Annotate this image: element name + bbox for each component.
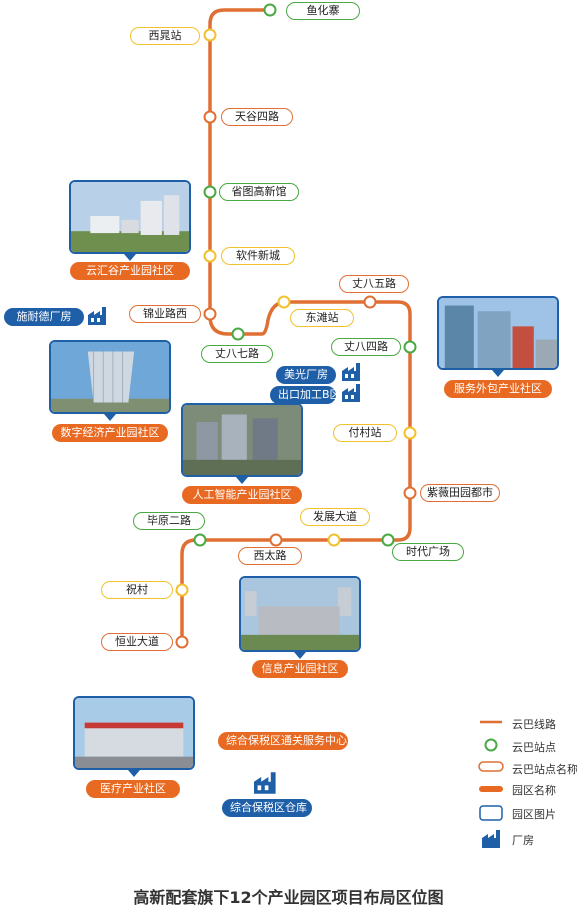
legend-line: 云巴线路 (512, 718, 556, 731)
park-label-yunhuigu: 云汇谷产业园社区 (70, 262, 190, 280)
factory-label-shinaide: 施耐德厂房 (4, 308, 84, 326)
station-dot-dongtan (277, 295, 291, 309)
station-dot-biyuan2 (193, 533, 207, 547)
factory-icon-baoshui (254, 772, 276, 794)
factory-icon-chukou (342, 384, 360, 402)
park-label-yiliao: 医疗产业社区 (86, 780, 180, 798)
legend-station: 云巴站点 (512, 741, 556, 754)
station-label-yuhuazhai: 鱼化寨 (286, 2, 360, 20)
station-label-zhangba5: 丈八五路 (339, 275, 409, 293)
park-pin-rengongzhineng (236, 477, 248, 484)
park-pin-fuwuwaibao (492, 370, 504, 377)
station-dot-shidai (381, 533, 395, 547)
station-label-zhangba7: 丈八七路 (201, 345, 273, 363)
station-label-fazhan: 发展大道 (300, 508, 370, 526)
station-label-dongtan: 东滩站 (290, 309, 354, 327)
station-dot-xitai (269, 533, 283, 547)
factory-icon-meiguang (342, 363, 360, 381)
park-photo-yiliao (73, 696, 195, 770)
station-dot-shengtu (203, 185, 217, 199)
park-label-xinxi: 信息产业园社区 (252, 660, 348, 678)
park-photo-shuzijingji (49, 340, 171, 414)
station-label-tiangu4: 天谷四路 (221, 108, 293, 126)
station-label-shengtu: 省图高新馆 (219, 183, 299, 201)
station-label-fucun: 付村站 (333, 424, 397, 442)
park-pin-shuzijingji (104, 414, 116, 421)
park-pin-yunhuigu (124, 254, 136, 261)
station-dot-ruanjian (203, 249, 217, 263)
legend-park-photo: 园区图片 (512, 808, 556, 821)
station-label-ziwei: 紫薇田园都市 (420, 484, 500, 502)
station-label-xitai: 西太路 (238, 547, 302, 565)
park-photo-xinxi (239, 576, 361, 652)
legend-symbols (478, 720, 504, 848)
legend-park-name: 园区名称 (512, 784, 556, 797)
factory-icon-shinaide (88, 307, 106, 325)
station-dot-ziwei (403, 486, 417, 500)
station-dot-zhangba7 (231, 327, 245, 341)
station-label-shidai: 时代广场 (392, 543, 464, 561)
station-label-hengye: 恒业大道 (101, 633, 173, 651)
park-label-shuzijingji: 数字经济产业园社区 (52, 424, 168, 442)
park-label-rengongzhineng: 人工智能产业园社区 (182, 486, 302, 504)
station-dot-hengye (175, 635, 189, 649)
station-dot-xihuang (203, 28, 217, 42)
station-dot-fucun (403, 426, 417, 440)
park-label-baoshui-center: 综合保税区通关服务中心 (218, 732, 348, 750)
station-label-zhangba4: 丈八四路 (331, 338, 401, 356)
station-dot-jinye (203, 307, 217, 321)
station-label-ruanjian: 软件新城 (221, 247, 295, 265)
station-dot-zhangba5 (363, 295, 377, 309)
station-label-jinye: 锦业路西 (129, 305, 201, 323)
legend-factory: 厂房 (512, 834, 534, 847)
park-label-fuwuwaibao: 服务外包产业社区 (444, 380, 552, 398)
factory-label-meiguang: 美光厂房 (276, 366, 336, 384)
station-label-zhucun: 祝村 (101, 581, 173, 599)
station-dot-yuhuazhai (263, 3, 277, 17)
park-pin-xinxi (294, 652, 306, 659)
park-pin-yiliao (128, 770, 140, 777)
legend-station-name: 云巴站点名称 (512, 763, 577, 776)
station-dot-zhangba4 (403, 340, 417, 354)
park-photo-rengongzhineng (181, 403, 303, 477)
park-photo-yunhuigu (69, 180, 191, 254)
station-dot-tiangu4 (203, 110, 217, 124)
factory-label-baoshui: 综合保税区仓库 (222, 799, 312, 817)
factory-label-chukou: 出口加工B区 (270, 386, 341, 404)
station-dot-fazhan (327, 533, 341, 547)
station-label-biyuan2: 毕原二路 (133, 512, 205, 530)
map-title: 高新配套旗下12个产业园区项目布局区位图 (133, 888, 444, 907)
station-dot-zhucun (175, 583, 189, 597)
station-label-xihuang: 西晁站 (130, 27, 200, 45)
park-photo-fuwuwaibao (437, 296, 559, 370)
